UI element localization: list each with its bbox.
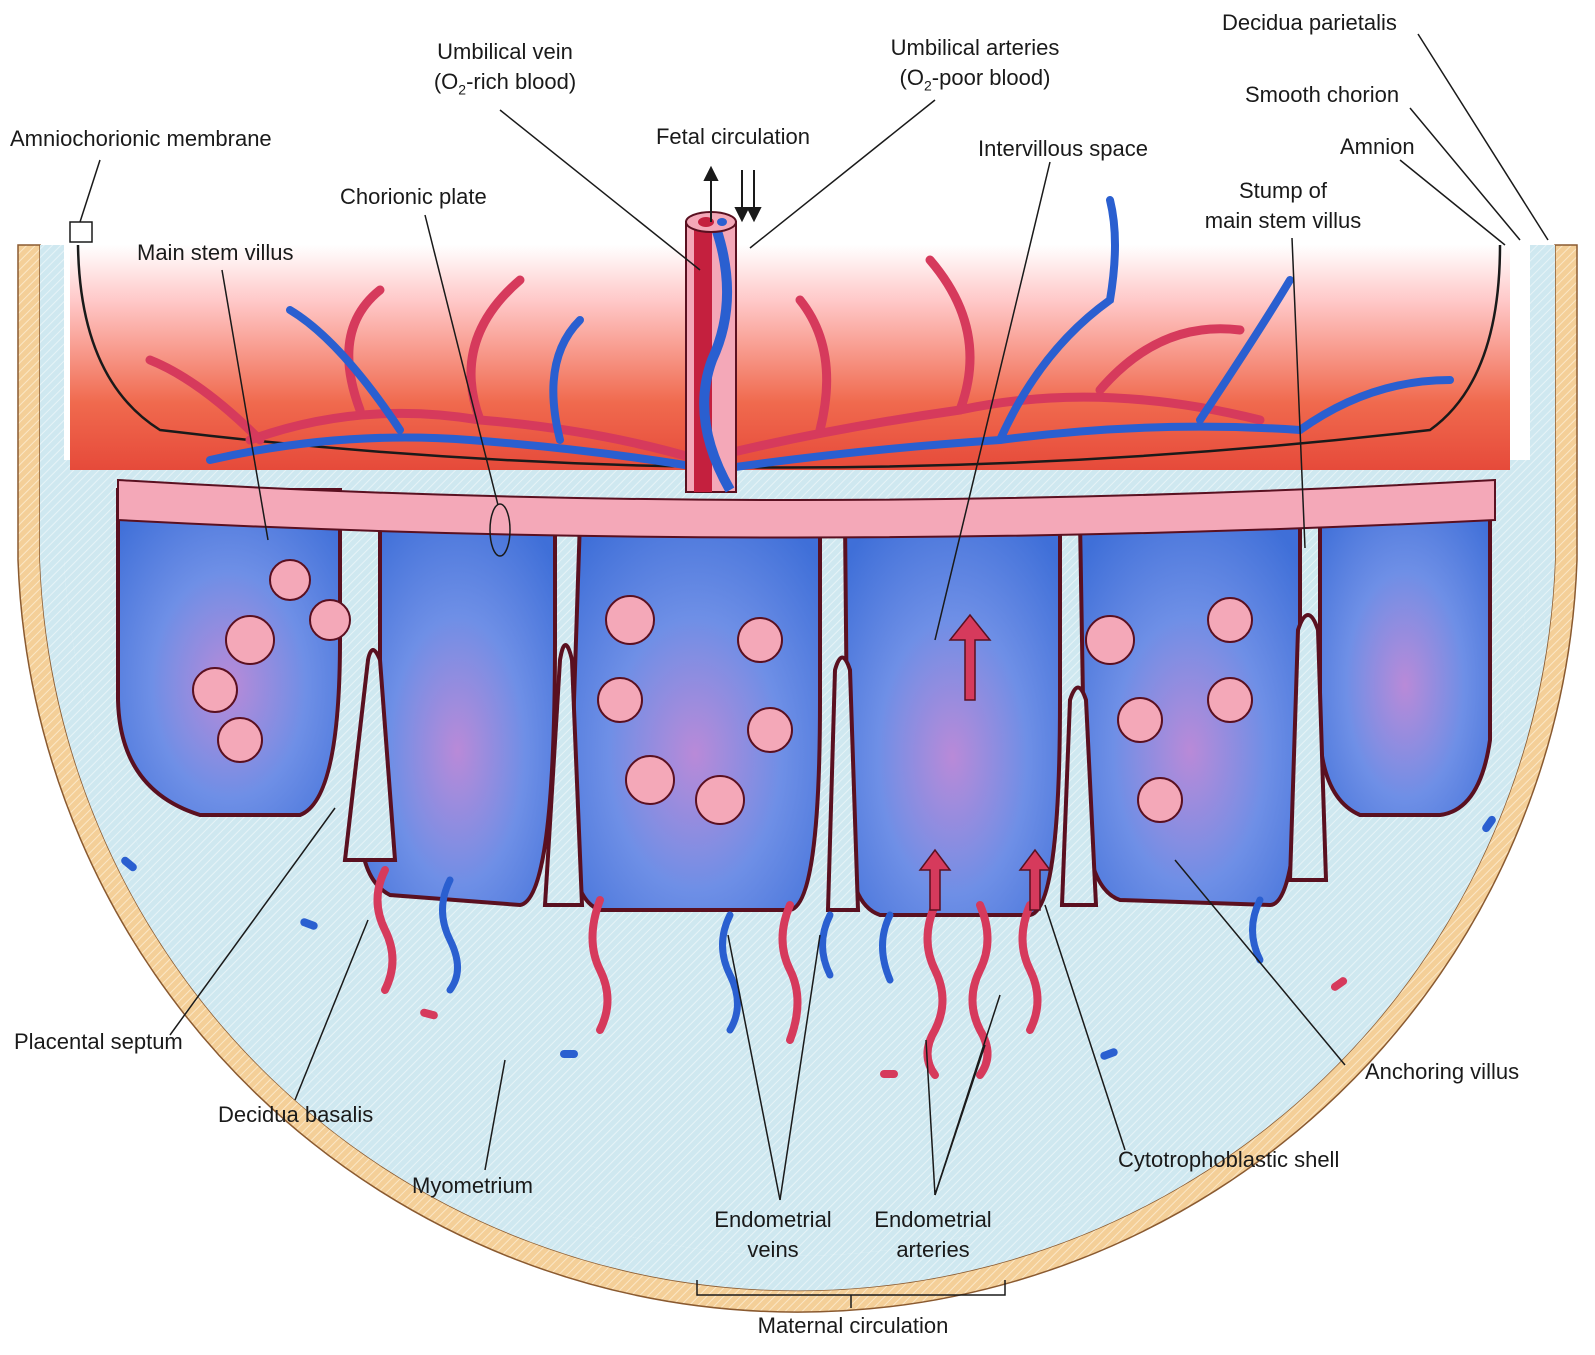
label-intervillous-space: Intervillous space — [978, 134, 1148, 164]
amniochorionic-membrane-marker — [70, 222, 92, 242]
label-cytotrophoblastic-shell: Cytotrophoblastic shell — [1118, 1145, 1339, 1175]
umbilical-arteries-note-sub: 2 — [924, 77, 932, 93]
endometrial-veins-line1: Endometrial — [714, 1205, 831, 1235]
label-umbilical-vein: Umbilical vein (O2-rich blood) — [434, 37, 576, 97]
umbilical-arteries-title: Umbilical arteries — [891, 33, 1060, 63]
umbilical-arteries-note: (O2-poor blood) — [891, 63, 1060, 93]
umbilical-vein-note-post: -rich blood) — [466, 69, 576, 94]
label-endometrial-veins: Endometrial veins — [714, 1205, 831, 1265]
label-myometrium: Myometrium — [412, 1171, 533, 1201]
stump-line1: Stump of — [1205, 176, 1361, 206]
endometrial-arteries-line1: Endometrial — [874, 1205, 991, 1235]
label-umbilical-arteries: Umbilical arteries (O2-poor blood) — [891, 33, 1060, 93]
umbilical-vein-note: (O2-rich blood) — [434, 67, 576, 97]
label-amniochorionic-membrane: Amniochorionic membrane — [10, 124, 272, 154]
label-main-stem-villus: Main stem villus — [137, 238, 293, 268]
label-anchoring-villus: Anchoring villus — [1365, 1057, 1519, 1087]
label-decidua-parietalis: Decidua parietalis — [1222, 8, 1397, 38]
label-chorionic-plate: Chorionic plate — [340, 182, 487, 212]
label-placental-septum: Placental septum — [14, 1027, 183, 1057]
umbilical-vein-title: Umbilical vein — [434, 37, 576, 67]
umbilical-arteries-note-pre: (O — [900, 65, 924, 90]
label-maternal-circulation: Maternal circulation — [758, 1311, 949, 1341]
label-decidua-basalis: Decidua basalis — [218, 1100, 373, 1130]
endometrial-veins-line2: veins — [714, 1235, 831, 1265]
label-fetal-circulation: Fetal circulation — [656, 122, 810, 152]
umbilical-cord — [686, 212, 736, 492]
label-endometrial-arteries: Endometrial arteries — [874, 1205, 991, 1265]
label-stump-main-stem-villus: Stump of main stem villus — [1205, 176, 1361, 236]
umbilical-arteries-note-post: -poor blood) — [932, 65, 1051, 90]
label-smooth-chorion: Smooth chorion — [1245, 80, 1399, 110]
umbilical-vein-note-pre: (O — [434, 69, 458, 94]
stump-line2: main stem villus — [1205, 206, 1361, 236]
label-amnion: Amnion — [1340, 132, 1415, 162]
endometrial-arteries-line2: arteries — [874, 1235, 991, 1265]
